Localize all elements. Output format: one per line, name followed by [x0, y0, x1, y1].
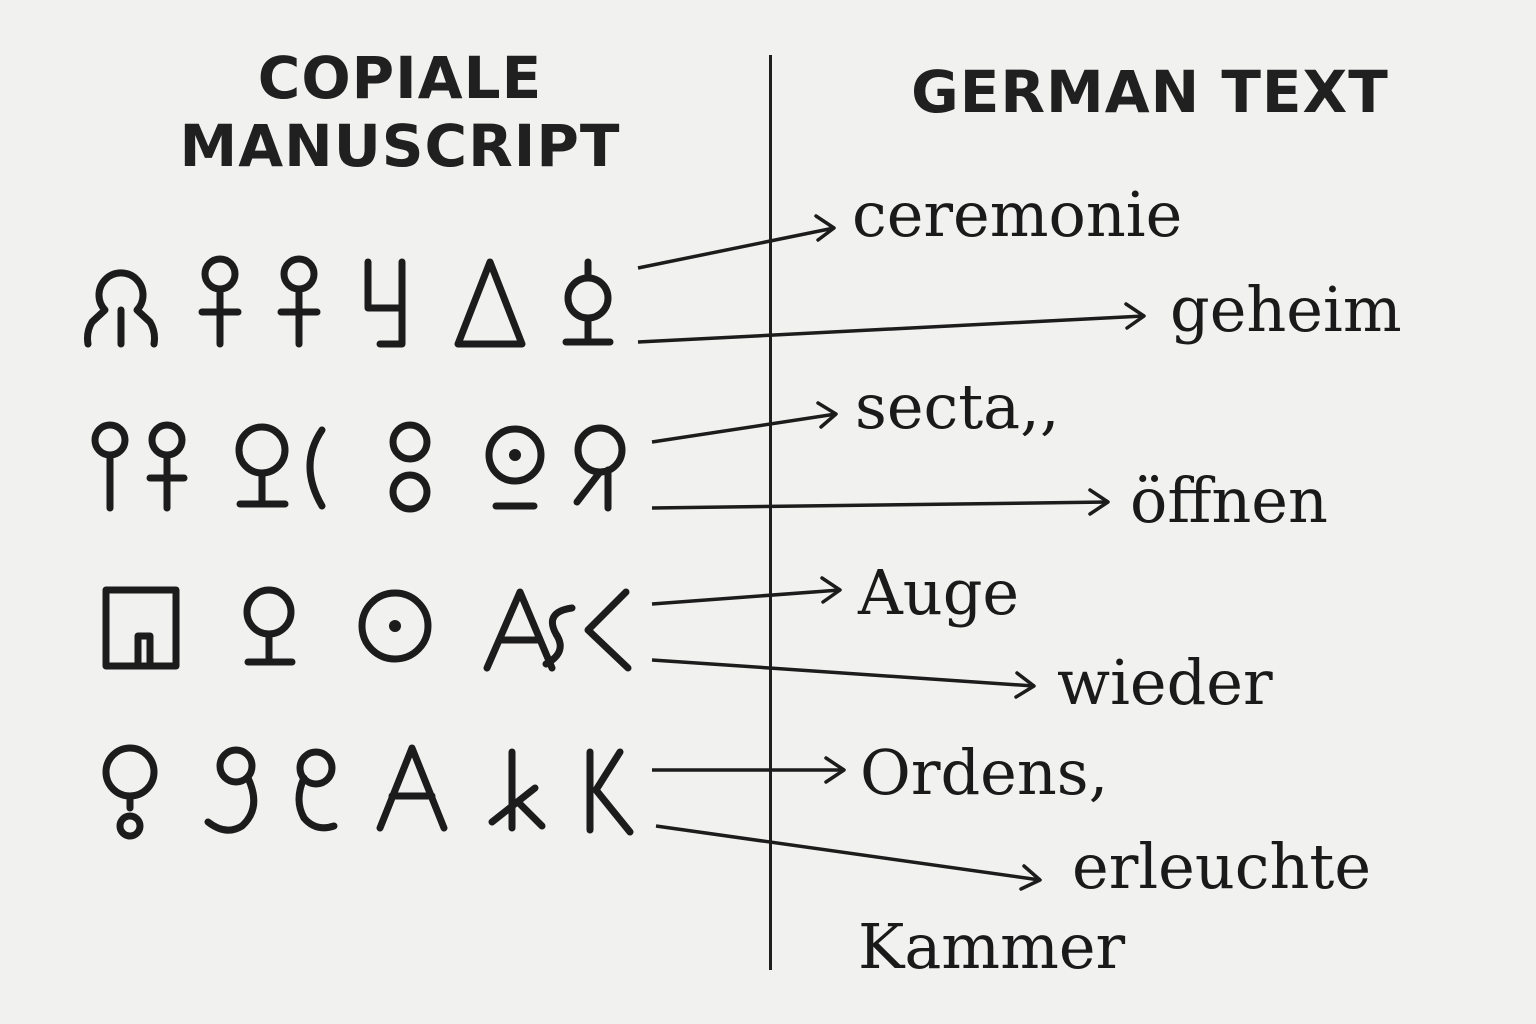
dotted-circle-bar-glyph: [485, 425, 545, 510]
hook-3-glyph: [204, 746, 258, 834]
arrow-wieder: [651, 658, 1036, 699]
square-notch-glyph: [102, 586, 180, 670]
circle-stem-glyph: [562, 258, 614, 346]
cipher-row-3: [102, 586, 632, 672]
female-cross-glyph: [277, 255, 321, 348]
k-glyph: [586, 748, 634, 836]
german-word-auge: Auge: [858, 556, 1020, 629]
pin-cross-glyph: [146, 421, 188, 512]
a-glyph: [376, 744, 448, 832]
german-word-ordens: Ordens,: [860, 736, 1109, 809]
crescent-glyph: [306, 426, 326, 510]
german-word-geheim: geheim: [1170, 273, 1402, 346]
copiale-manuscript-heading: COPIALE MANUSCRIPT: [179, 44, 621, 180]
hooked-h-glyph: [364, 258, 406, 348]
circle-base-glyph: [243, 586, 296, 666]
german-text-heading: GERMAN TEXT: [911, 58, 1389, 126]
hook-e-glyph: [295, 748, 338, 832]
circle-ring-glyph: [102, 744, 158, 840]
arrow-ordens: [652, 756, 846, 784]
circle-base-glyph: [235, 423, 289, 508]
omega-glyph: [84, 269, 158, 348]
triangle-glyph: [454, 258, 526, 348]
dotted-circle-glyph: [358, 589, 432, 663]
female-cross-glyph: [198, 255, 242, 348]
figure-eight-glyph: [389, 421, 431, 513]
a-sk-glyph: [483, 588, 632, 672]
arrow-erleuchte: [655, 824, 1042, 891]
r-glyph: [573, 424, 626, 512]
german-word-kammer: Kammer: [858, 910, 1126, 983]
cipher-row-2: [91, 421, 626, 513]
arrow-geheim: [637, 302, 1146, 344]
german-word-erleuchte: erleuchte: [1072, 830, 1372, 903]
arrow-oeffnen: [651, 488, 1110, 516]
column-divider: [769, 55, 772, 970]
german-word-secta: secta,,: [855, 370, 1060, 443]
arrow-ceremonie: [637, 214, 836, 270]
pin-glyph: [91, 421, 129, 512]
arrow-secta: [651, 401, 838, 444]
german-word-wieder: wieder: [1057, 646, 1273, 719]
cipher-row-4: [102, 744, 634, 840]
arrow-auge: [651, 576, 842, 606]
cipher-row-1: [84, 255, 614, 348]
crossed-k-glyph: [488, 748, 546, 832]
german-word-oeffnen: öffnen: [1130, 464, 1328, 537]
german-word-ceremonie: ceremonie: [852, 178, 1183, 251]
